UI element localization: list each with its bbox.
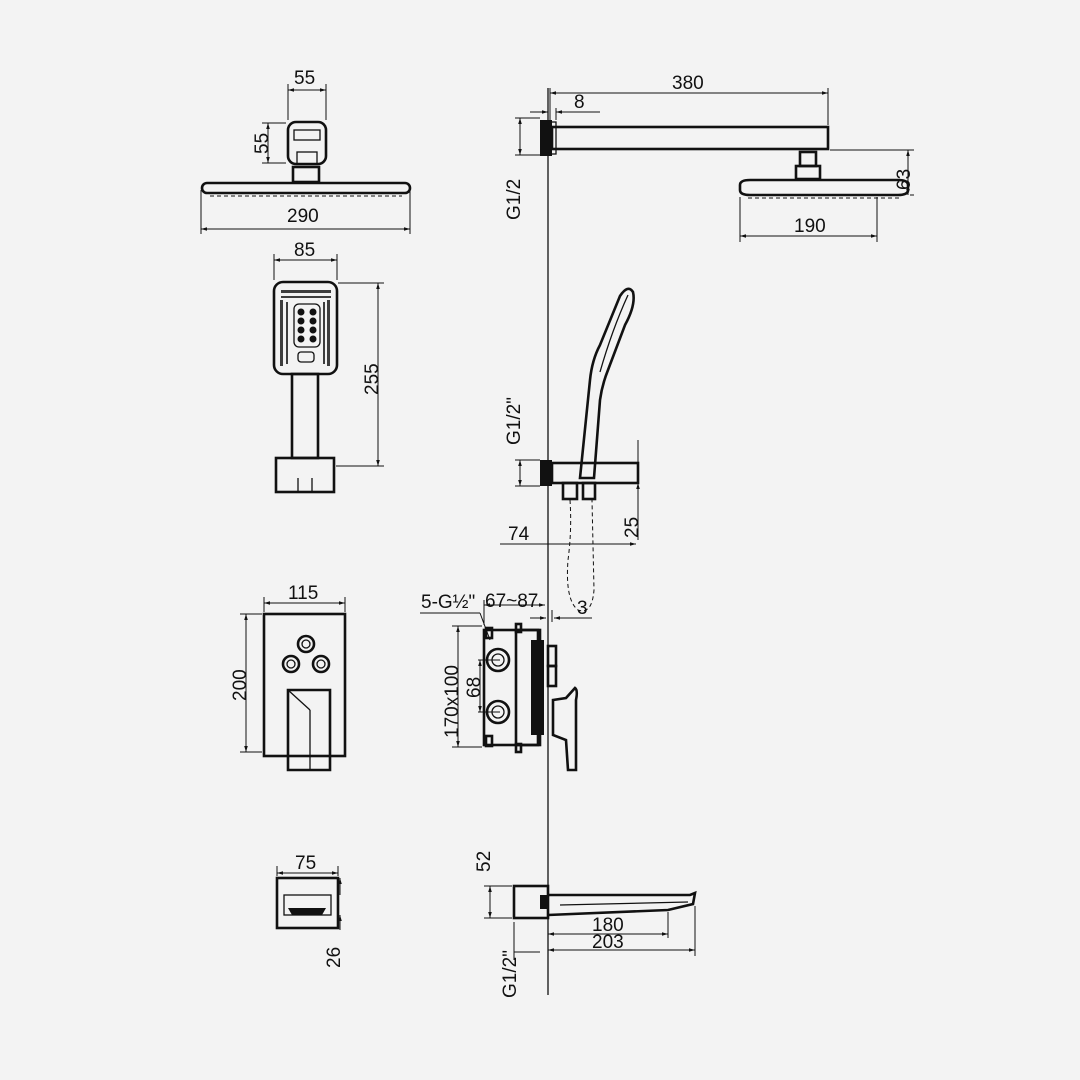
- shower-arm-side-view: 380 8 G1/2 63 190: [504, 73, 915, 242]
- spout-front-view: 75 26: [275, 853, 345, 968]
- dim-hand-thread: G1/2": [504, 397, 525, 445]
- dim-mixer-depth: 67~87: [485, 591, 538, 612]
- dim-mixer-plate-gap: 3: [577, 598, 588, 619]
- hand-shower-side-view: G1/2" 74 25: [500, 287, 643, 612]
- dim-spout-depth: 26: [324, 947, 345, 968]
- dim-spout-thread: G1/2": [500, 950, 521, 998]
- dim-mixer-port-spacing: 68: [464, 677, 485, 698]
- dim-shower-plate-width: 290: [287, 206, 319, 227]
- dim-arm-flange: 8: [574, 92, 585, 113]
- dim-spout-width: 75: [295, 853, 316, 874]
- dim-head-width: 190: [794, 216, 826, 237]
- dim-head-height: 63: [894, 169, 915, 190]
- dim-arm-length: 380: [672, 73, 704, 94]
- mixer-port-label: 5-G½": [421, 592, 475, 613]
- mixer-plate-front-view: 115 200: [230, 583, 347, 772]
- dim-mixer-plate-height: 200: [230, 669, 251, 701]
- dim-spout-inner-length: 180: [592, 915, 624, 936]
- mixer-body-side-view: 5-G½" 67~87 3 170x100 68: [420, 591, 592, 772]
- dim-shower-bracket-width: 55: [294, 68, 315, 89]
- dim-hand-shower-width: 85: [294, 240, 315, 261]
- dim-hand-holder: 25: [622, 517, 643, 538]
- dim-hand-shower-height: 255: [362, 363, 383, 395]
- dim-spout-height: 52: [474, 851, 495, 872]
- spout-side-view: 52 180 203 G1/2": [474, 851, 697, 998]
- dim-hand-projection: 74: [508, 524, 530, 545]
- hand-shower-front-view: 85 255: [272, 240, 384, 494]
- dim-spout-length: 203: [592, 932, 624, 953]
- dim-mixer-plate-width: 115: [288, 583, 318, 604]
- dim-arm-thread: G1/2: [504, 179, 525, 220]
- rain-shower-front-view: 55 55 290: [200, 68, 412, 234]
- dim-mixer-body-size: 170x100: [442, 665, 463, 738]
- dim-shower-bracket-height: 55: [252, 133, 273, 154]
